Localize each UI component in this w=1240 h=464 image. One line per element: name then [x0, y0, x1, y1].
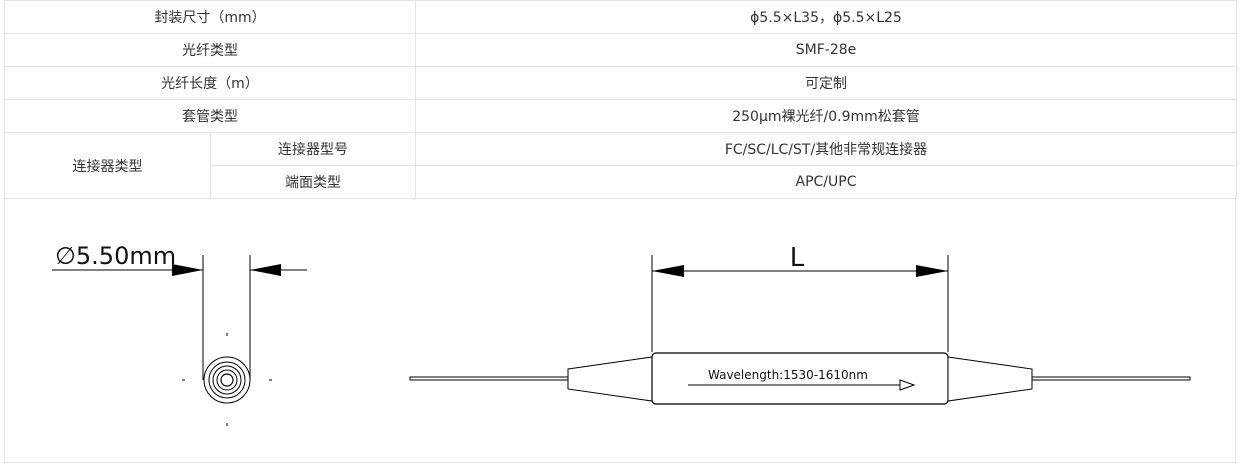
side-view: L Wavelength:1530-1610nm — [409, 243, 1191, 405]
connector-model-label: 连接器型号 — [210, 132, 416, 166]
spec-row-end-face: 端面类型 APC/UPC — [5, 165, 1237, 199]
length-arrow-left — [652, 265, 684, 277]
diameter-arrow-right — [250, 264, 281, 276]
direction-arrow-icon — [899, 379, 916, 391]
spec-row-fiber-type: 光纤类型 SMF-28e — [4, 33, 1237, 67]
fiber-left — [409, 376, 569, 381]
wavelength-label: Wavelength:1530-1610nm — [708, 368, 868, 382]
length-label: L — [790, 243, 805, 273]
tube-type-label: 套管类型 — [4, 99, 416, 133]
boot-right — [947, 356, 1033, 402]
ring-3 — [212, 365, 242, 395]
fiber-type-value: SMF-28e — [415, 33, 1237, 67]
connector-model-value: FC/SC/LC/ST/其他非常规连接器 — [415, 132, 1237, 166]
spec-table: 封装尺寸（mm） ϕ5.5×L35，ϕ5.5×L25 光纤类型 SMF-28e … — [4, 0, 1237, 199]
end-view: ∅5.50mm — [52, 242, 307, 426]
end-face-value: APC/UPC — [415, 165, 1237, 199]
package-size-value: ϕ5.5×L35，ϕ5.5×L25 — [415, 0, 1237, 34]
spec-row-package-size: 封装尺寸（mm） ϕ5.5×L35，ϕ5.5×L25 — [4, 0, 1237, 34]
package-size-label: 封装尺寸（mm） — [4, 0, 416, 34]
outer-ring — [203, 356, 251, 404]
diameter-arrow-left — [172, 264, 203, 276]
spec-row-connector-model: 连接器类型 连接器型号 FC/SC/LC/ST/其他非常规连接器 — [4, 132, 1237, 199]
dimension-drawing-panel — [4, 198, 1236, 463]
fiber-right — [1031, 376, 1191, 381]
length-arrow-right — [916, 265, 948, 277]
spec-row-tube-type: 套管类型 250μm裸光纤/0.9mm松套管 — [4, 99, 1237, 133]
boot-left — [567, 356, 653, 402]
spec-row-fiber-length: 光纤长度（m） 可定制 — [4, 66, 1237, 100]
diameter-label: ∅5.50mm — [55, 242, 176, 270]
ring-4 — [216, 369, 238, 391]
ring-2 — [208, 361, 246, 399]
tube-type-value: 250μm裸光纤/0.9mm松套管 — [415, 99, 1237, 133]
end-face-label: 端面类型 — [210, 165, 416, 199]
fiber-core — [220, 373, 234, 387]
connector-type-label: 连接器类型 — [4, 132, 211, 199]
